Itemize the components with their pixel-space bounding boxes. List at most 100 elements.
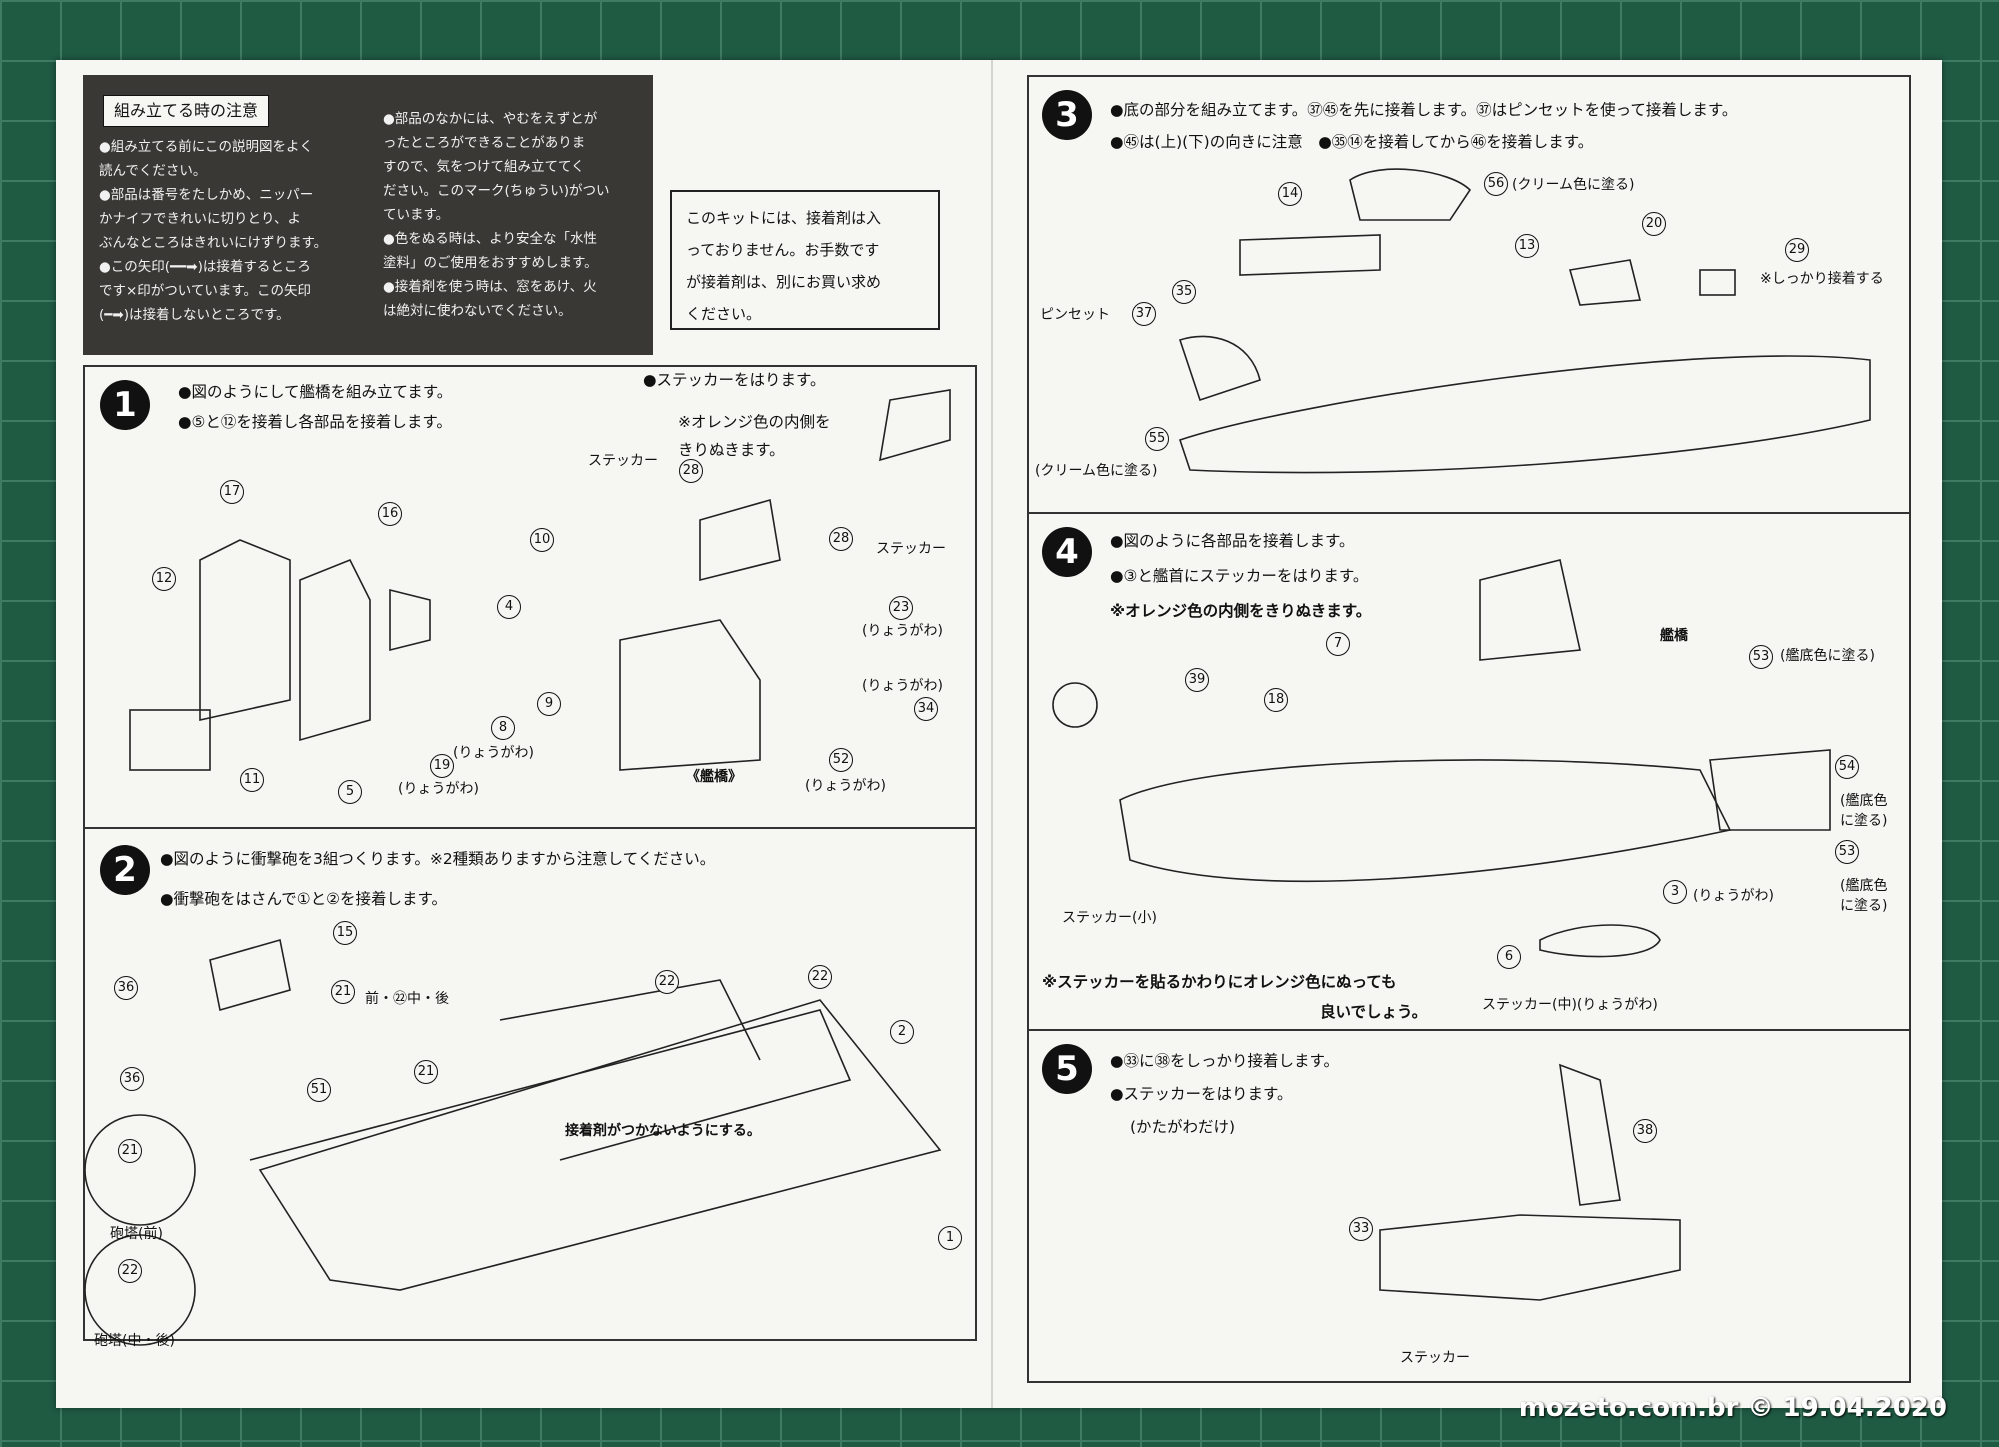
turret-front-detail [84,1114,196,1226]
step5-line-1: ●㉝に㊳をしっかり接着します。 [1110,1052,1339,1070]
part-12-drawing [199,539,291,721]
part-number: 5 [338,780,362,804]
step1-both-label-c: (りょうがわ) [453,745,534,761]
part-4-drawing [389,588,431,652]
part-number: 16 [378,502,402,526]
part-20-drawing [1568,259,1642,306]
step1-orange-note-2: きりぬきます。 [678,441,785,459]
step3-tweezers-label: ピンセット [1040,307,1110,323]
note-line: ●接着剤を使う時は、窓をあけ、火 [383,279,597,295]
part-number: 22 [655,970,679,994]
part-number: 8 [491,716,515,740]
step1-line-2: ●⑤と⑫を接着し各部品を接着します。 [178,413,452,431]
step4-orange-note: ※オレンジ色の内側をきりぬきます。 [1110,602,1372,620]
step1-orange-note-1: ※オレンジ色の内側を [678,413,831,431]
sheet-fold [991,60,993,1408]
note-line: すので、気をつけて組み立ててく [383,159,585,175]
part-33-drawing [1379,1214,1681,1301]
glue-line: っておりません。お手数です [686,241,880,259]
note-line: ●この矢印(━━➡)は接着するところ [99,259,311,275]
underside-hull-drawing [1178,355,1871,474]
notes-right: ●部品のなかには、やむをえずとが ったところができることがありま すので、気をつ… [383,107,643,323]
part-number: 12 [152,567,176,591]
step5-panel [1027,1029,1911,1383]
step2-line-2: ●衝撃砲をはさんで①と②を接着します。 [160,890,447,908]
step3-line-1: ●底の部分を組み立てます。㊲㊺を先に接着します。㊲はピンセットを使って接着します… [1110,101,1738,119]
part-number: 9 [537,692,561,716]
part-38-drawing [1559,1063,1621,1206]
step3-cream-label: (クリーム色に塗る) [1512,177,1635,193]
part-number: 36 [120,1067,144,1091]
part-number: 13 [1515,234,1539,258]
part-number: 1 [938,1226,962,1250]
note-line: かナイフできれいに切りとり、よ [99,211,301,227]
assembly-notes: 組み立てる時の注意 ●組み立てる前にこの説明図をよく 読んでください。 ●部品は… [83,75,653,355]
part-number: 17 [220,480,244,504]
step4-alt-note-2: 良いでしょう。 [1320,1003,1428,1021]
step1-bridge-label: 《艦橋》 [686,769,742,785]
step2-turret-front-label: 砲塔(前) [110,1226,163,1242]
watermark: mozeto.com.br © 19.04.2020 [1518,1393,1947,1423]
part-number: 14 [1278,182,1302,206]
part-number: 55 [1145,427,1169,451]
part-number: 22 [118,1259,142,1283]
part-5-drawing [299,558,371,742]
glue-line: このキットには、接着剤は入 [686,209,882,227]
part-number: 7 [1326,632,1350,656]
note-line: ださい。このマーク(ちゅうい)がつい [383,183,610,199]
sticker-knife-drawing [879,389,951,462]
part-54-drawing [1709,749,1831,831]
part-number: 11 [240,768,264,792]
part-number: 6 [1497,945,1521,969]
step3-number: 3 [1042,90,1092,140]
part-number: 18 [1264,688,1288,712]
part-number: 52 [829,748,853,772]
step5-sticker-label: ステッカー [1400,1350,1470,1366]
part-29-drawing [1699,269,1736,296]
step1-sticker-label-a: ステッカー [588,453,658,469]
part-number: 35 [1172,280,1196,304]
step2-line-1: ●図のように衝撃砲を3組つくります。※2種類ありますから注意してください。 [160,850,716,868]
note-line: ●組み立てる前にこの説明図をよく [99,139,314,155]
step4-hull-color-3: (艦底色に塗る) [1840,878,1888,914]
step3-firm-label: ※しっかり接着する [1760,271,1884,287]
step1-both-label-b: (りょうがわ) [862,678,943,694]
notes-left: ●組み立てる前にこの説明図をよく 読んでください。 ●部品は番号をたしかめ、ニッ… [99,135,364,327]
step5-line-2: ●ステッカーをはります。 [1110,1085,1293,1103]
part-number: 29 [1785,238,1809,262]
step4-bridge-label: 艦橋 [1660,628,1688,644]
note-line: ぶんなところはきれいにけずります。 [99,235,328,251]
step3-line-2: ●㊺は(上)(下)の向きに注意 ●㉟⑭を接着してから㊻を接着します。 [1110,133,1594,151]
part-number: 54 [1835,755,1859,779]
sticker-small-drawing [1052,682,1098,728]
note-line: 読んでください。 [99,163,207,179]
step1-number: 1 [100,380,150,430]
step1-both-label-d: (りょうがわ) [398,781,479,797]
part-number: 10 [530,528,554,552]
part-number: 36 [114,976,138,1000]
hull-part2-drawing [249,1009,852,1161]
note-line: ●部品のなかには、やむをえずとが [383,111,598,127]
glue-line: ください。 [686,305,762,323]
part-number: 2 [890,1020,914,1044]
step1-both-label-e: (りょうがわ) [805,778,886,794]
bridge-top-drawing [699,498,781,582]
part-number: 28 [829,527,853,551]
note-line: (━➡)は接着しないところです。 [99,307,290,323]
part-number: 4 [497,595,521,619]
step1-sticker-line: ●ステッカーをはります。 [643,371,826,389]
part-3-drawing [1539,924,1661,958]
step4-line-2: ●③と艦首にステッカーをはります。 [1110,567,1369,585]
part-number: 33 [1349,1217,1373,1241]
part-number: 34 [914,697,938,721]
part-number: 53 [1835,840,1859,864]
part-number: 3 [1663,880,1687,904]
turret-mid-detail [84,1234,196,1346]
part-number: 38 [1633,1119,1657,1143]
part-number: 19 [430,754,454,778]
glue-notice: このキットには、接着剤は入 っておりません。お手数です が接着剤は、別にお買い求… [670,190,940,330]
bridge-assembly-drawing [619,619,761,771]
part-number: 37 [1132,302,1156,326]
step4-bridge-drawing [1479,559,1581,661]
